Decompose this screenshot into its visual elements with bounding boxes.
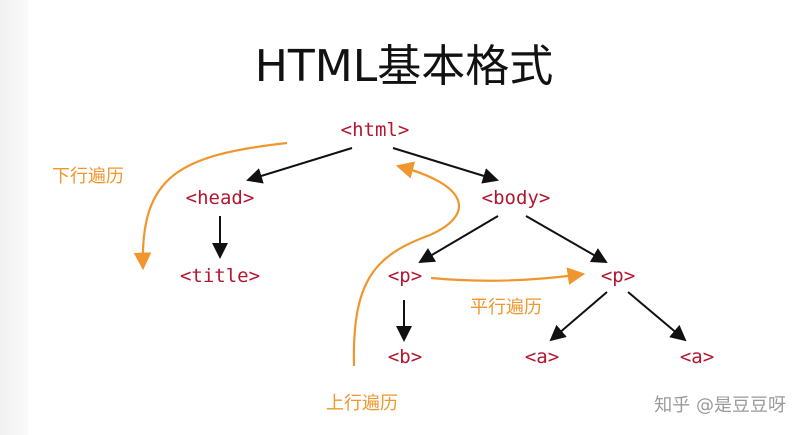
down-traversal-arrow [133, 141, 288, 271]
page-title: HTML基本格式 [254, 41, 554, 92]
edge-html-head [246, 147, 353, 184]
label-up-traversal: 上行遍历 [326, 393, 398, 414]
edge-p2-a2 [627, 291, 687, 342]
label-parallel-traversal: 平行遍历 [470, 297, 542, 318]
node-html: <html> [340, 119, 410, 141]
node-title: <title> [179, 265, 261, 287]
node-b: <b> [387, 346, 423, 368]
edge-body-p2 [525, 215, 608, 263]
left-edge-shade [0, 0, 28, 435]
node-a-left: <a> [524, 346, 560, 368]
edge-p2-a1 [549, 291, 608, 342]
node-head: <head> [185, 187, 255, 209]
up-traversal-arrow [352, 161, 460, 367]
watermark: 知乎 @是豆豆呀 [654, 395, 786, 416]
parallel-traversal-arrow [430, 267, 586, 285]
edge-html-body [392, 147, 499, 184]
label-down-traversal: 下行遍历 [52, 166, 124, 187]
node-a-right: <a> [679, 346, 715, 368]
node-body: <body> [481, 187, 551, 209]
node-p-right: <p> [600, 265, 636, 287]
edge-body-p1 [418, 215, 499, 264]
node-p-left: <p> [387, 265, 423, 287]
